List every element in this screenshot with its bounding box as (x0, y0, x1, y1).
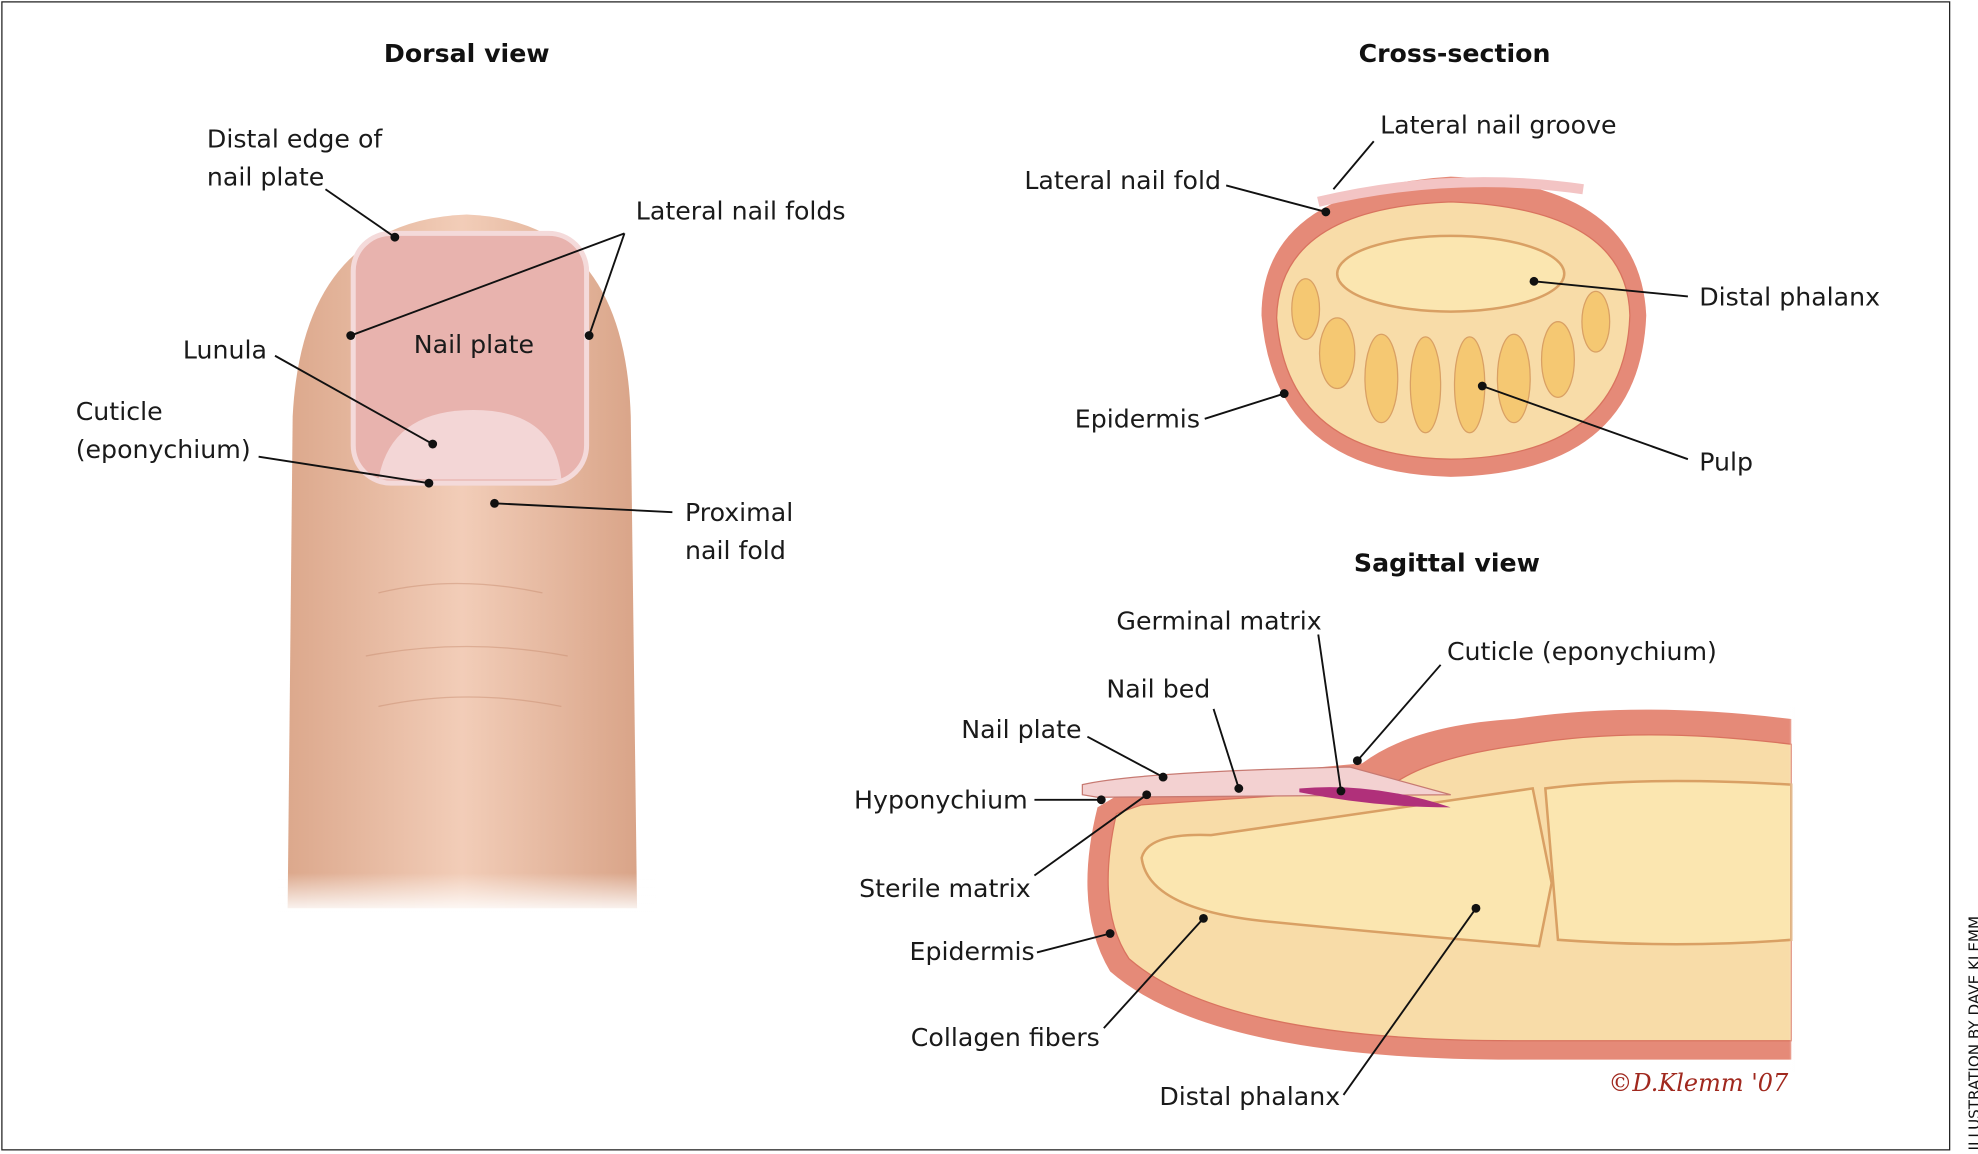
cross-section-drawing (1261, 176, 1647, 477)
label-distal-edge-1: Distal edge of (206, 123, 383, 154)
label-distal-edge-2: nail plate (206, 161, 325, 192)
label-sagittal-nail-plate: Nail plate (961, 714, 1082, 745)
label-pulp: Pulp (1699, 446, 1754, 477)
label-cuticle-2: (eponychium) (75, 433, 251, 465)
label-collagen-fibers: Collagen fibers (910, 1021, 1100, 1053)
label-cuticle-1: Cuticle (75, 396, 163, 427)
dorsal-finger (277, 214, 656, 915)
label-sterile-matrix: Sterile matrix (859, 872, 1031, 904)
label-cross-epidermis: Epidermis (1074, 403, 1200, 434)
label-sagittal-distal-phalanx: Distal phalanx (1159, 1081, 1341, 1112)
illustration-credit: ILLUSTRATION BY DAVE KLEMM (1965, 915, 1978, 1151)
label-sagittal-epidermis: Epidermis (909, 936, 1035, 967)
label-hyponychium: Hyponychium (854, 784, 1028, 815)
sagittal-drawing (1081, 706, 1798, 1073)
label-lateral-nail-fold: Lateral nail fold (1024, 165, 1221, 196)
label-sagittal-cuticle: Cuticle (eponychium) (1446, 635, 1717, 667)
label-nail-plate: Nail plate (413, 329, 535, 360)
title-cross-section: Cross-section (1358, 37, 1551, 69)
label-proximal-1: Proximal (684, 497, 794, 528)
label-proximal-2: nail fold (684, 534, 786, 566)
label-cross-distal-phalanx: Distal phalanx (1699, 281, 1881, 312)
label-nail-bed: Nail bed (1106, 673, 1211, 704)
leader-dots (346, 207, 1539, 938)
label-lateral-nail-folds: Lateral nail folds (635, 195, 846, 226)
artist-signature: ©D.Klemm '07 (1608, 1069, 1789, 1098)
label-lateral-nail-groove: Lateral nail groove (1380, 109, 1617, 141)
label-lunula: Lunula (182, 334, 267, 365)
title-dorsal-view: Dorsal view (383, 37, 550, 69)
title-sagittal-view: Sagittal view (1353, 547, 1540, 578)
leader-lines (258, 140, 1689, 1096)
label-germinal-matrix: Germinal matrix (1116, 605, 1322, 636)
